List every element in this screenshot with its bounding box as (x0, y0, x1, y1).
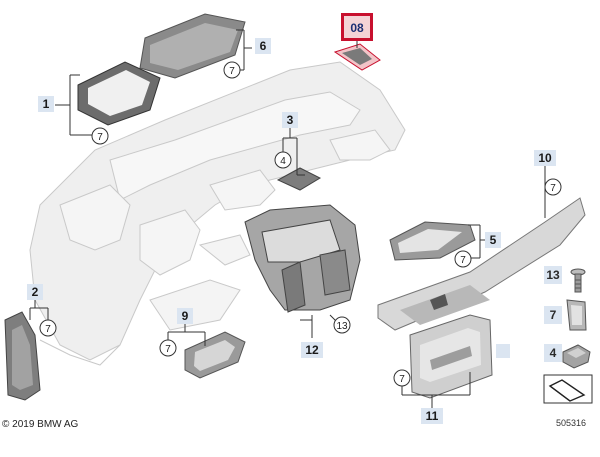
highlight-label-text: 08 (350, 21, 364, 35)
part-5-bezel (389, 221, 476, 261)
part-label-10: 10 (538, 151, 552, 165)
part-11-control-panel (409, 314, 493, 399)
part-2-side-panel (4, 311, 41, 401)
part-08-vent (333, 43, 381, 71)
callout-7-b: 7 (97, 132, 103, 143)
highlight-label-08: 08 (341, 13, 373, 41)
fastener-legend: 13 7 4 (543, 266, 593, 404)
part-9-small-bezel (184, 331, 246, 379)
part-label-6: 6 (260, 39, 267, 53)
part-label-5: 5 (490, 233, 497, 247)
leader-lines (29, 29, 558, 408)
copyright-text: © 2019 BMW AG (2, 419, 79, 430)
callout-7-c: 7 (45, 324, 51, 335)
circle-callout-texts: 7 7 4 7 7 7 7 7 13 (45, 66, 556, 385)
legend-label-4: 4 (550, 346, 557, 360)
part-labels: 1 6 3 2 9 10 5 11 12 (27, 38, 556, 424)
wedge-icon (548, 379, 586, 402)
callout-7-g: 7 (399, 374, 405, 385)
circle-callouts (39, 61, 562, 387)
part-10-trim-strip (377, 197, 586, 331)
image-number: 505316 (556, 418, 586, 428)
part-label-11: 11 (426, 409, 439, 423)
nut-icon (562, 344, 591, 369)
clip-icon (566, 299, 587, 331)
part-label-1: 1 (43, 97, 50, 111)
part-label-3: 3 (287, 113, 294, 127)
part-6-display-cover (139, 13, 246, 79)
part-label-9: 9 (182, 309, 189, 323)
legend-label-13: 13 (546, 268, 560, 282)
part-label-2: 2 (32, 285, 39, 299)
callout-7-f: 7 (460, 255, 466, 266)
screw-icon (570, 268, 586, 293)
part-1-cluster-trim (77, 61, 161, 126)
callout-7-e: 7 (550, 183, 556, 194)
part-label-12: 12 (305, 343, 319, 357)
callout-4: 4 (280, 156, 286, 167)
callout-13: 13 (336, 321, 348, 332)
callout-7-a: 7 (229, 66, 235, 77)
legend-label-7: 7 (550, 308, 557, 322)
part-3-bracket (244, 167, 361, 313)
callout-7-d: 7 (165, 344, 171, 355)
